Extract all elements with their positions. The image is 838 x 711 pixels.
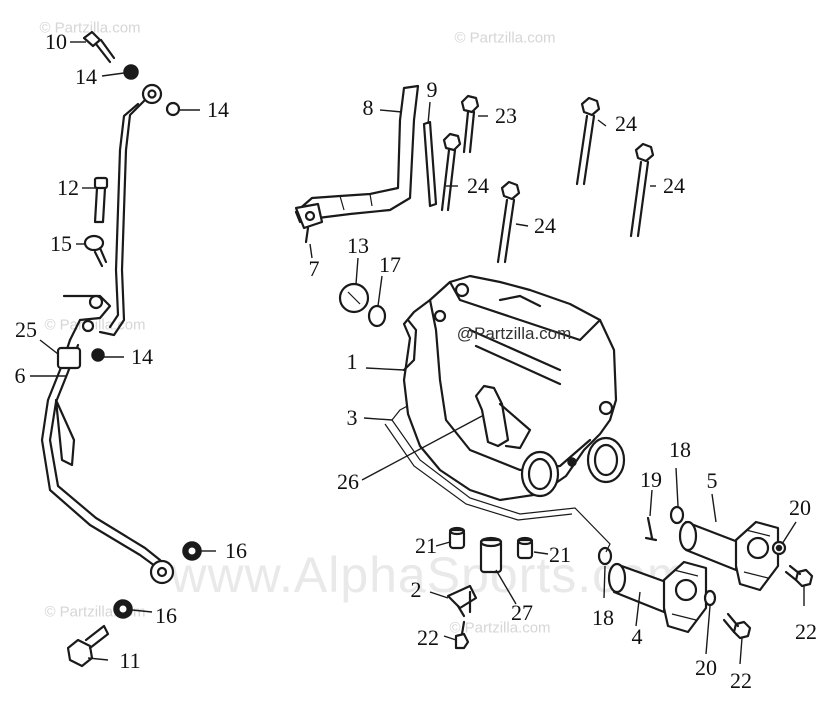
leader-lines xyxy=(30,41,805,665)
part-22-bolt xyxy=(454,620,470,650)
part-24-bolt xyxy=(629,142,655,238)
callout-16: 16 xyxy=(155,603,177,628)
callout-23: 23 xyxy=(495,103,517,128)
part-14-washer xyxy=(91,348,105,362)
watermark-alpha: www.AlphaSports.com xyxy=(170,547,690,603)
part-24-bolt xyxy=(575,96,601,186)
callout-2: 2 xyxy=(410,577,422,602)
callout-17: 17 xyxy=(379,252,401,277)
part-15-banjo xyxy=(83,234,108,268)
callout-26: 26 xyxy=(337,469,359,494)
callout-9: 9 xyxy=(426,77,438,102)
part-2-nozzle xyxy=(446,584,478,618)
callout-14: 14 xyxy=(207,97,229,122)
part-16-washer xyxy=(182,541,202,561)
part-12-bolt xyxy=(93,176,109,224)
watermark-partzilla: © Partzilla.com xyxy=(39,19,141,37)
callout-22: 22 xyxy=(795,619,817,644)
part-18-o-ring xyxy=(597,546,613,566)
callout-24: 24 xyxy=(663,173,685,198)
callout-13: 13 xyxy=(347,233,369,258)
part-6-oil-pipe xyxy=(40,83,175,585)
callout-21: 21 xyxy=(415,533,437,558)
part-8-bracket xyxy=(294,84,420,244)
part-20-washer xyxy=(771,540,787,556)
part-21-dowel xyxy=(448,526,466,550)
callout-24: 24 xyxy=(467,173,489,198)
part-14-washer xyxy=(165,101,181,117)
part-19-pin xyxy=(644,516,658,542)
callout-19: 19 xyxy=(640,467,662,492)
callout-14: 14 xyxy=(131,344,153,369)
part-22-bolt xyxy=(784,564,814,588)
watermark-partzilla: © Partzilla.com xyxy=(454,29,556,47)
part-23-bolt xyxy=(460,94,480,154)
callout-18: 18 xyxy=(592,605,614,630)
part-20-washer xyxy=(703,589,717,607)
callout-16: 16 xyxy=(225,538,247,563)
callout-6: 6 xyxy=(14,363,26,388)
callout-3: 3 xyxy=(346,405,358,430)
callout-20: 20 xyxy=(789,495,811,520)
callout-20: 20 xyxy=(695,655,717,680)
callout-15: 15 xyxy=(50,231,72,256)
callout-27: 27 xyxy=(511,600,533,625)
part-13-window xyxy=(338,282,370,314)
part-14-washer xyxy=(123,64,139,80)
part-25-clamp xyxy=(56,294,112,370)
callout-1: 1 xyxy=(346,349,358,374)
part-5-cap xyxy=(678,520,780,592)
callout-24: 24 xyxy=(534,213,556,238)
part-16-washer xyxy=(113,599,133,619)
part-9-pin xyxy=(422,120,438,208)
part-22-bolt xyxy=(722,612,752,640)
callout-14: 14 xyxy=(75,64,97,89)
callout-21: 21 xyxy=(549,542,571,567)
callout-10: 10 xyxy=(45,29,67,54)
callout-12: 12 xyxy=(57,175,79,200)
part-21-dowel xyxy=(516,536,534,560)
part-18-o-ring xyxy=(669,505,685,525)
callout-22: 22 xyxy=(730,668,752,693)
part-24-bolt xyxy=(496,180,521,264)
part-27-collar xyxy=(479,536,503,574)
callout-8: 8 xyxy=(362,95,374,120)
callout-11: 11 xyxy=(119,648,141,673)
callout-4: 4 xyxy=(631,624,643,649)
watermark-partzilla: © Partzilla.com xyxy=(44,316,146,334)
watermark-partzilla-center: @Partzilla.com xyxy=(456,324,572,343)
watermark-partzilla: © Partzilla.com xyxy=(449,619,551,637)
part-17-o-ring xyxy=(367,304,387,328)
callout-5: 5 xyxy=(706,468,718,493)
part-4-cap xyxy=(607,560,708,634)
callout-7: 7 xyxy=(308,256,320,281)
callout-24: 24 xyxy=(615,111,637,136)
callout-18: 18 xyxy=(669,437,691,462)
callout-22: 22 xyxy=(417,625,439,650)
part-1-cylinder-head-cover xyxy=(402,274,626,502)
part-24-bolt xyxy=(440,132,462,212)
part-10-bolt xyxy=(82,30,116,64)
callout-25: 25 xyxy=(15,317,37,342)
